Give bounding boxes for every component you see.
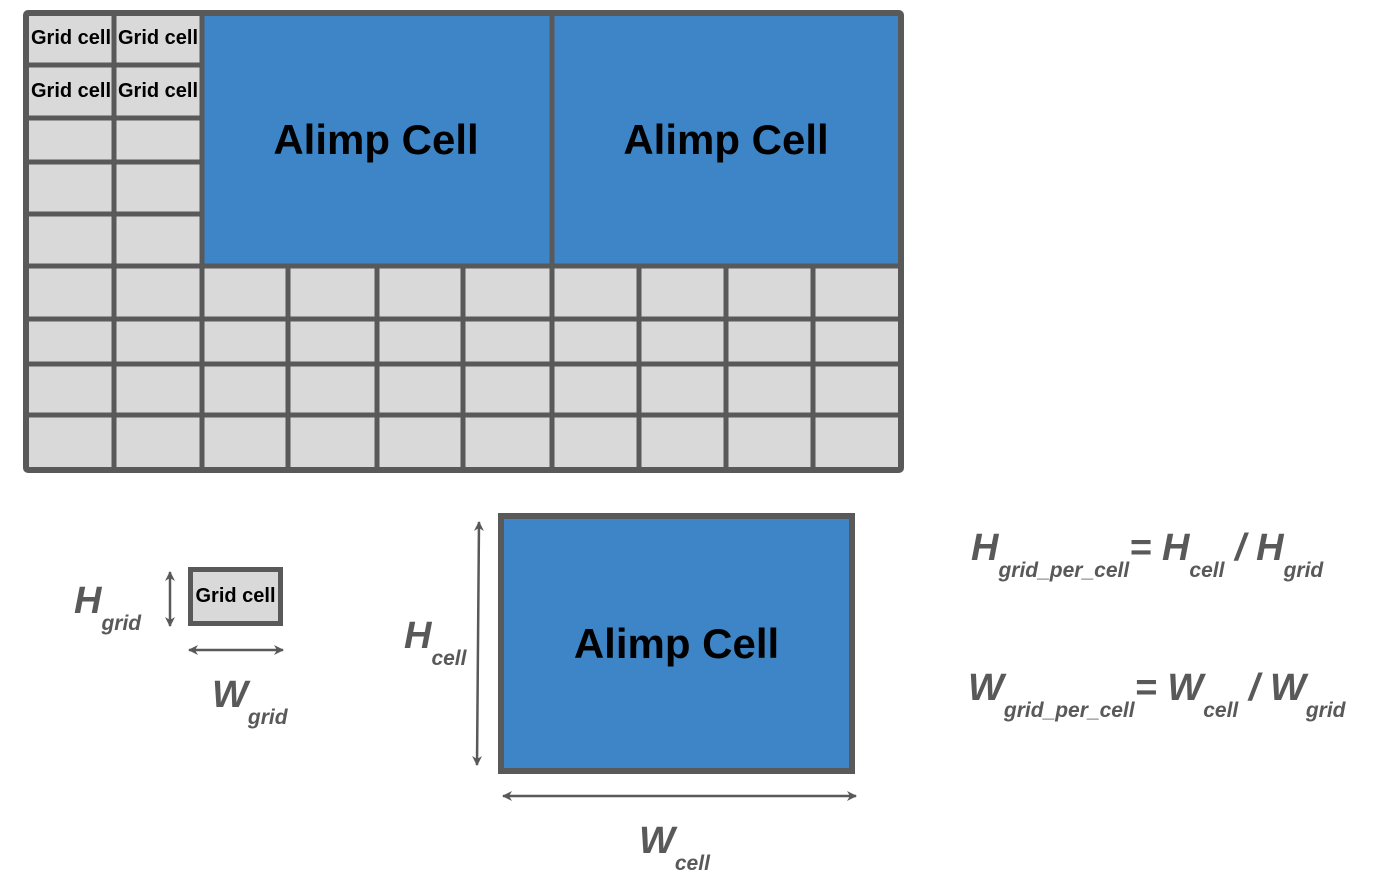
grid-lines [23, 10, 904, 473]
alimp-cell-label: Alimp Cell [623, 116, 829, 163]
w-grid-symbol: Wgrid [212, 674, 288, 729]
grid-cell [27, 162, 114, 214]
grid-cell [552, 319, 639, 364]
grid-cell [463, 266, 552, 319]
grid-cell [288, 266, 377, 319]
grid-cell [27, 266, 114, 319]
w-cell-symbol: Wcell [639, 820, 710, 875]
formula-h-grid-per-cell: Hgrid_per_cell= Hcell / Hgrid [971, 527, 1324, 582]
grid-cell [463, 364, 552, 415]
grid-cell [377, 364, 463, 415]
grid-cell [27, 118, 114, 162]
grid-cell [639, 364, 726, 415]
grid-cell [552, 415, 639, 468]
grid-cell-label: Grid cell [30, 79, 112, 102]
grid-cell [114, 162, 202, 214]
grid-cell-label: Grid cell [30, 26, 112, 49]
grid-cell [552, 266, 639, 319]
grid-cell [114, 266, 202, 319]
grid-cell [114, 14, 202, 65]
grid-cell [202, 319, 288, 364]
grid-cell [114, 319, 202, 364]
grid-cell [202, 415, 288, 468]
grid-cell [463, 415, 552, 468]
grid-cell [552, 364, 639, 415]
grid-cell-label: Grid cell [117, 26, 199, 49]
alimp-cell [552, 14, 900, 266]
legend-alimp-cell: Alimp Cell [498, 513, 855, 774]
grid-cell [639, 319, 726, 364]
grid-cell [377, 415, 463, 468]
grid-cell [27, 319, 114, 364]
grid-cell [639, 266, 726, 319]
grid-cell [813, 415, 900, 468]
grid-diagram: Grid cell Grid cell Grid cell Grid cell … [23, 10, 904, 473]
h-cell-symbol: Hcell [404, 615, 467, 670]
formula-w-grid-per-cell: Wgrid_per_cell= Wcell / Wgrid [968, 667, 1346, 722]
grid-cell [114, 364, 202, 415]
grid-cell [813, 364, 900, 415]
grid-cell [813, 266, 900, 319]
grid-cell [726, 319, 813, 364]
grid-cell [813, 319, 900, 364]
grid-cell [726, 364, 813, 415]
grid-cell [114, 415, 202, 468]
grid-cell [27, 415, 114, 468]
grid-cell [114, 118, 202, 162]
grid-cell [288, 364, 377, 415]
grid-cell [27, 364, 114, 415]
grid-cell [202, 266, 288, 319]
grid-cell-label: Grid cell [117, 79, 199, 102]
legend-grid-cell: Grid cell [188, 567, 283, 626]
grid-cell [288, 319, 377, 364]
grid-cell [288, 415, 377, 468]
grid-cell [114, 214, 202, 266]
grid-cell [726, 266, 813, 319]
grid-cell [639, 415, 726, 468]
grid-cell [27, 214, 114, 266]
grid-cell [726, 415, 813, 468]
h-cell-arrow [472, 521, 484, 766]
alimp-cell-label: Alimp Cell [273, 116, 479, 163]
grid-cell [27, 14, 114, 65]
alimp-cell [202, 14, 552, 266]
grid-cell [27, 65, 114, 118]
h-grid-symbol: Hgrid [74, 580, 142, 635]
grid-cell [377, 266, 463, 319]
grid-cell [377, 319, 463, 364]
grid-cell [202, 364, 288, 415]
grid-cell [463, 319, 552, 364]
grid-cell [114, 65, 202, 118]
